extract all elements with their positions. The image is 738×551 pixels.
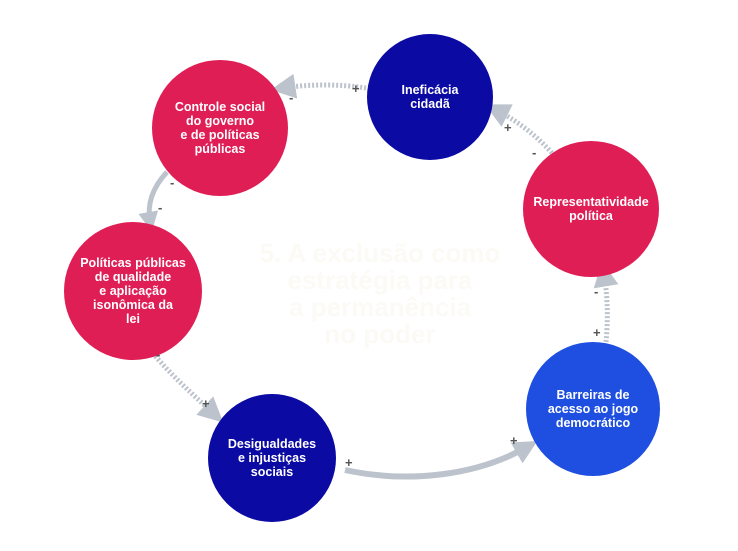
arrow-representatividade-to-ineficacia	[484, 104, 554, 155]
sign-minus: -	[156, 347, 161, 362]
sign-minus: -	[289, 90, 294, 105]
node-label: Desigualdades e injustiças sociais	[227, 437, 317, 479]
sign-minus: -	[158, 200, 163, 215]
sign-plus: +	[345, 455, 353, 470]
sign-plus: +	[510, 433, 518, 448]
node-label: Barreiras de acesso ao jogo democrático	[547, 388, 639, 430]
sign-plus: +	[593, 325, 601, 340]
node-politicas-publicas: Políticas públicas de qualidade e aplica…	[64, 222, 202, 360]
node-label: Controle social do governo e de política…	[174, 100, 266, 156]
node-ineficacia-cidada: Ineficácia cidadã	[367, 34, 493, 160]
arrow-controle-to-politicas	[138, 170, 169, 232]
node-representatividade: Representatividade política	[523, 141, 659, 277]
arrow-barreiras-to-representatividade	[593, 261, 619, 343]
node-label: Representatividade política	[533, 195, 649, 223]
sign-minus: -	[170, 175, 175, 190]
sign-plus: +	[202, 396, 210, 411]
node-label: Políticas públicas de qualidade e aplica…	[80, 256, 186, 326]
sign-minus: -	[594, 284, 599, 299]
node-label: Ineficácia cidadã	[401, 83, 459, 111]
sign-plus: +	[352, 81, 360, 96]
node-desigualdades: Desigualdades e injustiças sociais	[208, 394, 336, 522]
diagram-title: 5. A exclusão como estratégia para a per…	[259, 238, 501, 349]
node-barreiras: Barreiras de acesso ao jogo democrático	[526, 342, 660, 476]
arrow-politicas-to-desigualdades	[148, 348, 224, 423]
sign-minus: -	[532, 145, 537, 160]
arrow-desigualdades-to-barreiras	[344, 441, 538, 480]
arrow-ineficacia-to-controle	[270, 73, 367, 99]
node-controle-social: Controle social do governo e de política…	[152, 60, 288, 196]
sign-plus: +	[504, 120, 512, 135]
